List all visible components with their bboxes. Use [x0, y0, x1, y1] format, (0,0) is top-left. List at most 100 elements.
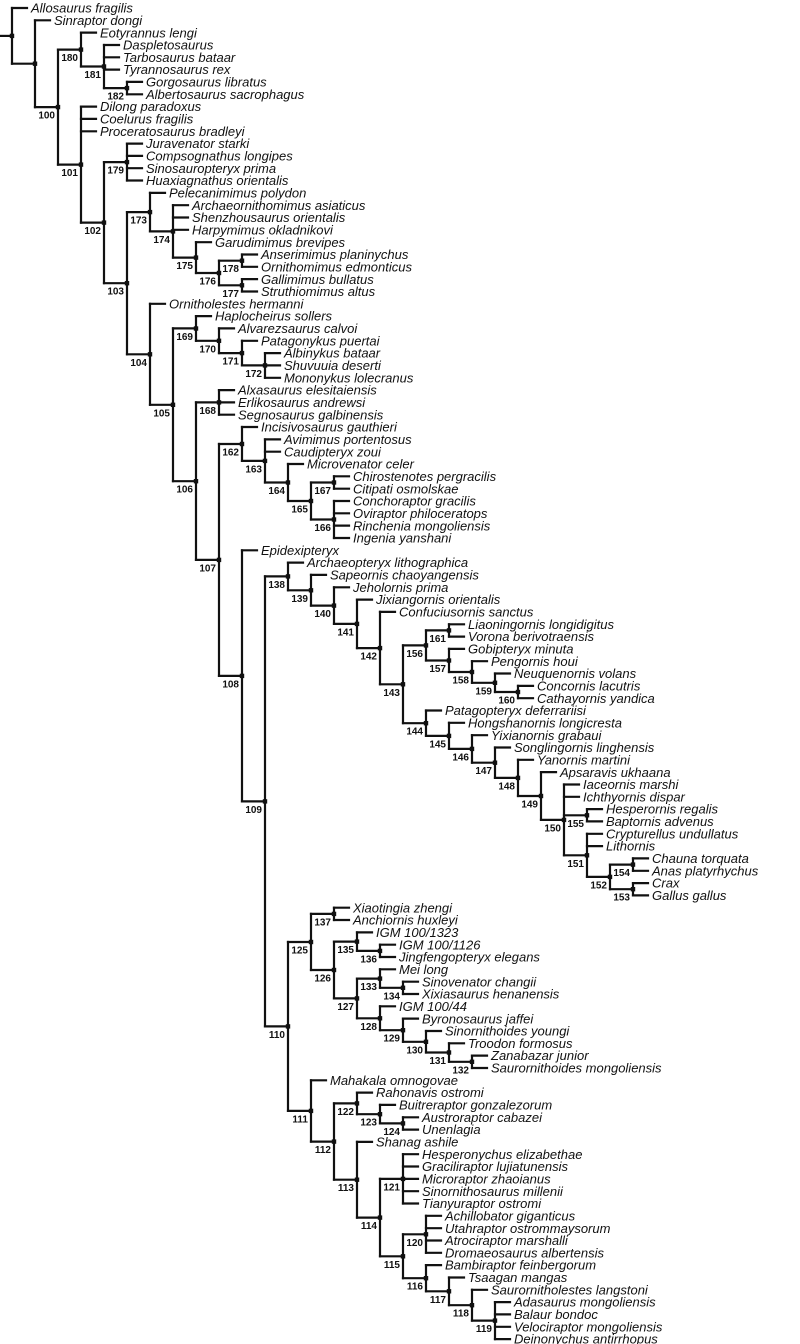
node-dot	[446, 658, 452, 663]
node-dot	[630, 887, 636, 892]
taxon-label: Balaur bondoc	[514, 1307, 598, 1322]
taxon-label: Ichthyornis dispar	[583, 789, 686, 804]
taxon-label: Ingenia yanshani	[353, 531, 452, 546]
node-label: 141	[337, 627, 354, 638]
node-dot	[262, 799, 268, 804]
node-label: 106	[176, 485, 193, 496]
taxon-label: Mononykus lolecranus	[284, 370, 414, 385]
taxon-label: Austroraptor cabazei	[421, 1110, 543, 1125]
node-dot	[469, 746, 475, 752]
node-dot	[423, 721, 429, 726]
taxon-label: Microvenator celer	[307, 457, 415, 472]
taxon-label: Xixiasaurus henanensis	[421, 987, 560, 1002]
node-label: 143	[383, 688, 400, 699]
taxon-label: Sinovenator changii	[422, 974, 537, 989]
taxon-label: Juravenator starki	[145, 136, 250, 151]
node-dot	[239, 673, 245, 679]
node-dot	[78, 47, 84, 52]
node-dot	[423, 643, 429, 648]
node-label: 168	[199, 406, 216, 417]
node-dot	[400, 682, 406, 687]
taxon-label: Yanornis martini	[537, 752, 631, 767]
node-label: 174	[153, 235, 170, 246]
node-label: 130	[406, 1045, 423, 1056]
taxon-label: Apsaravis ukhaana	[559, 765, 671, 780]
node-label: 162	[222, 448, 239, 459]
node-label: 156	[406, 649, 423, 660]
node-dot	[515, 689, 521, 695]
taxon-label: Sinornithosaurus millenii	[422, 1184, 564, 1199]
node-dot	[377, 976, 383, 981]
taxon-label: Garudimimus brevipes	[215, 235, 346, 250]
node-label: 135	[337, 945, 354, 956]
node-dot	[354, 621, 360, 627]
node-dot	[331, 967, 337, 973]
taxon-label: Oviraptor philoceratops	[353, 506, 488, 521]
node-dot	[170, 229, 176, 234]
node-dot	[377, 948, 383, 954]
taxon-label: Compsognathus longipes	[146, 149, 293, 164]
node-dot	[147, 209, 153, 215]
taxon-label: Songlingornis linghensis	[514, 740, 655, 755]
node-label: 104	[130, 358, 147, 369]
taxon-label: Rahonavis ostromi	[376, 1085, 485, 1100]
node-dot	[124, 85, 130, 91]
taxon-label: Pelecanimimus polydon	[169, 186, 306, 201]
node-label: 132	[452, 1065, 469, 1076]
node-dot	[101, 64, 107, 69]
taxon-label: Zanabazar junior	[490, 1048, 589, 1063]
node-dot	[423, 1039, 429, 1044]
node-dot	[400, 1254, 406, 1259]
node-label: 158	[452, 676, 469, 687]
taxon-label: Deinonychus antirrhopus	[514, 1332, 658, 1344]
taxon-label: Conchoraptor gracilis	[353, 494, 476, 509]
node-dot	[561, 817, 567, 823]
node-label: 166	[314, 523, 331, 534]
node-label: 124	[383, 1127, 400, 1138]
node-dot	[216, 338, 222, 343]
node-dot	[469, 669, 475, 675]
node-label: 178	[222, 264, 239, 275]
node-dot	[446, 733, 452, 739]
node-dot	[584, 853, 590, 858]
node-dot	[193, 255, 199, 260]
taxon-label: Sinraptor dongi	[54, 13, 143, 28]
taxon-label: Achillobator giganticus	[444, 1208, 576, 1223]
node-dot	[377, 1016, 383, 1021]
node-dot	[32, 61, 38, 66]
node-dot	[377, 645, 383, 651]
node-label: 127	[337, 1002, 354, 1013]
node-dot	[400, 1176, 406, 1182]
taxon-label: Anchiornis huxleyi	[352, 913, 459, 928]
node-label: 128	[360, 1022, 377, 1033]
node-label: 145	[429, 739, 446, 750]
node-label: 176	[199, 277, 216, 288]
node-label: 181	[84, 70, 101, 81]
node-label: 172	[245, 369, 262, 380]
node-label: 108	[222, 679, 239, 690]
node-dot	[469, 1059, 475, 1064]
taxon-label: Tarbosaurus bataar	[123, 50, 236, 65]
node-dot	[331, 517, 337, 522]
taxon-label: Graciliraptor lujiatunensis	[422, 1159, 568, 1174]
node-dot	[492, 760, 498, 765]
node-label: 126	[314, 974, 331, 985]
taxon-label: IGM 100/1126	[399, 937, 481, 952]
taxon-label: Microraptor zhaoianus	[422, 1172, 551, 1187]
taxon-label: Chauna torquata	[652, 851, 749, 866]
taxon-label: Crypturellus undullatus	[606, 826, 739, 841]
node-label: 140	[314, 609, 331, 620]
taxon-label: Archaeornithomimus asiaticus	[191, 198, 366, 213]
node-label: 173	[130, 216, 147, 227]
node-label: 123	[360, 1118, 377, 1129]
node-label: 114	[361, 1221, 378, 1232]
node-dot	[170, 402, 176, 407]
node-dot	[515, 775, 521, 781]
node-label: 136	[360, 954, 377, 965]
node-label: 102	[84, 226, 101, 237]
node-label: 171	[222, 357, 239, 368]
node-label: 149	[521, 800, 538, 811]
node-dot	[492, 680, 498, 685]
node-dot	[354, 996, 360, 1001]
